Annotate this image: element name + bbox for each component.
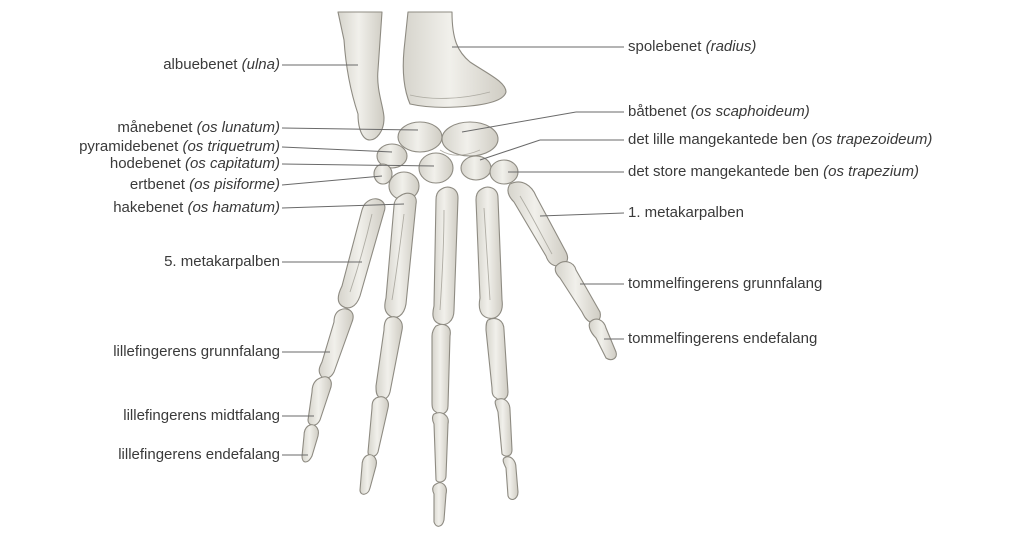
label-triquetrum: pyramidebenet (os triquetrum): [79, 138, 280, 156]
metacarpal-3-bone: [433, 187, 458, 324]
label-thumb-distal: tommelfingerens endefalang: [628, 330, 817, 348]
capitate-bone: [419, 153, 453, 183]
middle-proximal-phalanx-bone: [432, 324, 450, 414]
label-metacarpal5: 5. metakarpalben: [164, 253, 280, 271]
label-little-proximal: lillefingerens grunnfalang: [113, 343, 280, 361]
little-proximal-phalanx-bone: [319, 309, 353, 379]
middle-distal-phalanx-bone: [433, 483, 447, 527]
pisiform-bone: [374, 164, 392, 184]
leader-scaphoid: [462, 112, 576, 132]
label-little-distal: lillefingerens endefalang: [118, 446, 280, 464]
leader-lunate: [282, 128, 418, 130]
metacarpal-1-bone: [508, 182, 568, 266]
ring-middle-phalanx-bone: [368, 397, 388, 457]
little-middle-phalanx-bone: [308, 377, 331, 426]
label-trapezoid: det lille mangekantede ben (os trapezoid…: [628, 131, 932, 149]
index-proximal-phalanx-bone: [486, 318, 508, 400]
leader-pisiform: [282, 176, 382, 185]
little-distal-phalanx-bone: [302, 425, 318, 462]
label-metacarpal1: 1. metakarpalben: [628, 204, 744, 222]
label-hamate: hakebenet (os hamatum): [113, 199, 280, 217]
label-trapezium: det store mangekantede ben (os trapezium…: [628, 163, 919, 181]
radius-bone: [403, 12, 506, 107]
label-ulna: albuebenet (ulna): [163, 56, 280, 74]
index-distal-phalanx-bone: [503, 457, 518, 500]
label-little-middle: lillefingerens midtfalang: [123, 407, 280, 425]
ring-distal-phalanx-bone: [360, 455, 376, 495]
label-pisiform: ertbenet (os pisiforme): [130, 176, 280, 194]
leader-capitate: [282, 164, 434, 166]
lunate-bone: [398, 122, 442, 152]
label-capitate: hodebenet (os capitatum): [110, 155, 280, 173]
leader-hamate: [282, 204, 404, 208]
index-middle-phalanx-bone: [495, 399, 512, 456]
thumb-proximal-phalanx-bone: [555, 262, 600, 323]
label-lunate: månebenet (os lunatum): [117, 119, 280, 137]
leader-triquetrum: [282, 147, 392, 152]
metacarpal-2-bone: [476, 187, 502, 318]
label-radius: spolebenet (radius): [628, 38, 756, 56]
ulna-bone: [338, 12, 384, 140]
middle-middle-phalanx-bone: [433, 413, 449, 482]
metacarpal-4-bone: [385, 193, 416, 317]
label-thumb-proximal: tommelfingerens grunnfalang: [628, 275, 822, 293]
ring-proximal-phalanx-bone: [376, 317, 402, 400]
leader-metacarpal1: [540, 213, 624, 216]
label-scaphoid: båtbenet (os scaphoideum): [628, 103, 810, 121]
trapezoid-bone: [461, 156, 491, 180]
